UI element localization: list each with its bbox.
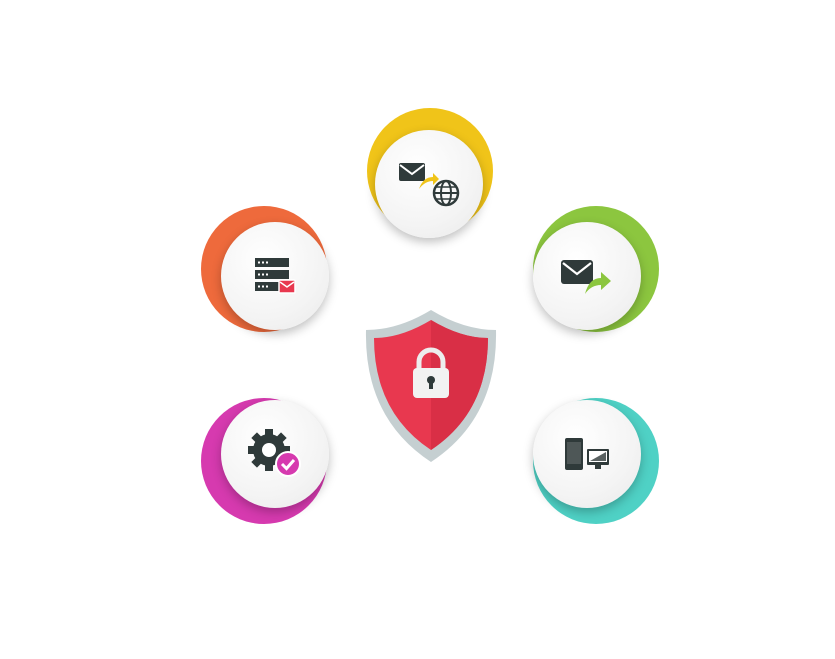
node-mail-server [201, 206, 331, 336]
shield-lock-icon [365, 310, 497, 462]
node-forward-email [533, 206, 663, 336]
email-to-globe-icon [399, 163, 460, 207]
forward-email-icon [561, 260, 611, 294]
disc [533, 400, 641, 508]
disc [221, 400, 329, 508]
node-gear-check [201, 398, 331, 528]
gear-check-icon [248, 429, 301, 477]
disc [375, 130, 483, 238]
mail-server-icon [255, 258, 296, 294]
disc [221, 222, 329, 330]
disc [533, 222, 641, 330]
devices-icon [565, 438, 609, 470]
padlock-icon [413, 347, 449, 398]
node-email-to-globe [367, 108, 497, 238]
node-devices [533, 398, 663, 528]
